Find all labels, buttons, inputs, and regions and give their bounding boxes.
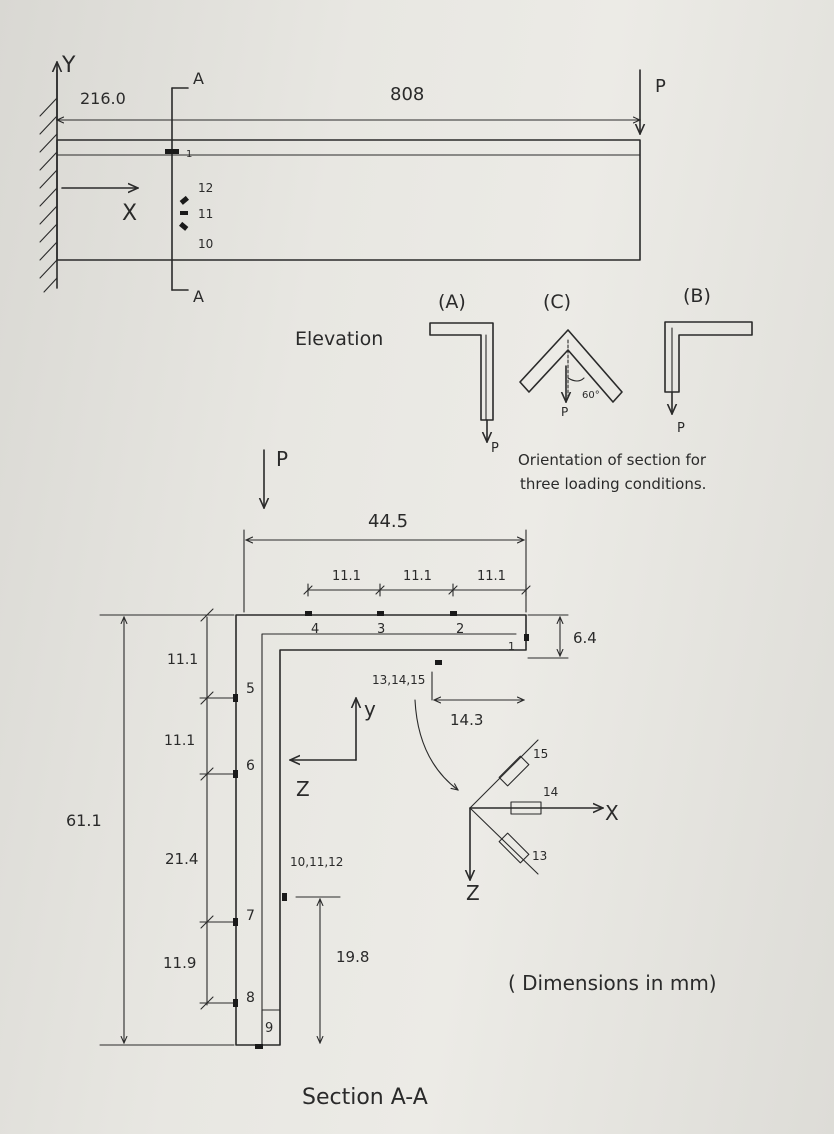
spacing-2: 11.1 [403, 569, 432, 584]
dim-216: 216.0 [80, 89, 126, 108]
section-mark-bottom: A [193, 287, 204, 306]
gauge-6-label: 6 [246, 758, 255, 774]
spacing-3: 11.1 [477, 569, 506, 584]
angle-c-load-label: P [561, 405, 568, 419]
dim-808: 808 [390, 84, 424, 105]
angle-a-load-label: P [491, 441, 499, 456]
gauge-13-symbol [498, 832, 530, 864]
gauge-12-label: 12 [198, 181, 213, 195]
gauge-7-label: 7 [246, 908, 255, 924]
gauge-12-marker [179, 195, 189, 205]
gauge-15-symbol [498, 755, 530, 787]
rosette-x-label: X [605, 801, 619, 825]
dim-19-8: 19.8 [336, 948, 369, 966]
rosette-z-label: Z [466, 881, 480, 905]
load-label: P [655, 76, 666, 97]
spacing-1: 11.1 [332, 569, 361, 584]
orientation-caption-1: Orientation of section for [518, 451, 707, 469]
elevation-view: Y X 216.0 808 A A 1 12 11 10 P [39, 53, 666, 306]
gauge-group-13-15: 13,14,15 [372, 673, 425, 687]
dim-14-3: 14.3 [450, 711, 483, 729]
wall-hatching [39, 97, 58, 293]
gauge-3-label: 3 [377, 622, 385, 637]
vdim-2: 11.1 [164, 733, 195, 749]
section-z-label: Z [296, 777, 310, 801]
angle-section-shape [235, 614, 527, 1046]
gauge-2-label: 2 [456, 622, 464, 637]
gauge-5-label: 5 [246, 681, 255, 697]
gauge-6-marker [233, 770, 238, 778]
beam-outline [56, 139, 641, 261]
angle-a-shape [429, 322, 494, 421]
gauge-1-label: 1 [186, 149, 192, 160]
vdim-1: 11.1 [167, 652, 198, 668]
angle-centerline [261, 633, 517, 1046]
gauge-4-marker [305, 611, 312, 616]
gauge-8-label: 8 [246, 990, 255, 1006]
section-y-label: y [364, 697, 376, 721]
gauge-1-marker-section [524, 634, 529, 641]
rosette-14-label: 14 [543, 785, 558, 799]
gauge-8-marker [233, 999, 238, 1007]
gauge-10-marker [179, 221, 189, 231]
rosette-13-label: 13 [532, 849, 547, 863]
angle-b-shape [664, 321, 753, 393]
gauge-9-label: 9 [265, 1021, 273, 1036]
rosette-detail: X Z 15 14 13 [466, 739, 619, 905]
angle-c-shape [519, 329, 623, 403]
units-note: ( Dimensions in mm) [508, 971, 717, 995]
gauge-14-symbol [510, 801, 542, 815]
axis-x-label: X [122, 201, 137, 226]
axis-y-label: Y [61, 53, 76, 78]
gauge-2-marker [450, 611, 457, 616]
label-b: (B) [683, 285, 711, 307]
width-total: 44.5 [368, 511, 408, 532]
gauge-10-12-marker [282, 893, 287, 901]
callout-arrow [414, 699, 458, 790]
gauge-11-label: 11 [198, 207, 213, 221]
section-load-label: P [276, 447, 288, 471]
gauge-1-marker [165, 149, 179, 154]
elevation-label: Elevation [295, 328, 383, 350]
thickness: 6.4 [573, 629, 597, 647]
rosette-15-label: 15 [533, 747, 548, 761]
gauge-11-marker [180, 211, 188, 215]
angle-c-angle: 60° [582, 390, 600, 401]
gauge-10-label: 10 [198, 237, 213, 251]
label-c: (C) [543, 291, 571, 313]
vdim-3: 21.4 [165, 850, 198, 868]
gauge-4-label: 4 [311, 622, 319, 637]
orientation-sketches: (A) (C) (B) Elevation P P 60° P Orientat… [295, 285, 753, 493]
section-mark-top: A [193, 69, 204, 88]
gauge-13-15-marker [435, 660, 442, 665]
gauge-7-marker [233, 918, 238, 926]
gauge-3-marker [377, 611, 384, 616]
label-a: (A) [438, 291, 466, 313]
gauge-1-label-section: 1 [508, 640, 515, 653]
section-caption: Section A-A [302, 1085, 428, 1110]
vdim-4: 11.9 [163, 954, 196, 972]
gauge-9-marker [255, 1044, 263, 1049]
height-total: 61.1 [66, 811, 102, 830]
orientation-caption-2: three loading conditions. [520, 475, 706, 493]
section-a-a: P 44.5 11.1 11.1 11.1 4 3 2 1 [66, 447, 717, 1110]
gauge-5-marker [233, 694, 238, 702]
angle-b-load-label: P [677, 421, 685, 436]
gauge-web-group: 10,11,12 [290, 855, 343, 869]
